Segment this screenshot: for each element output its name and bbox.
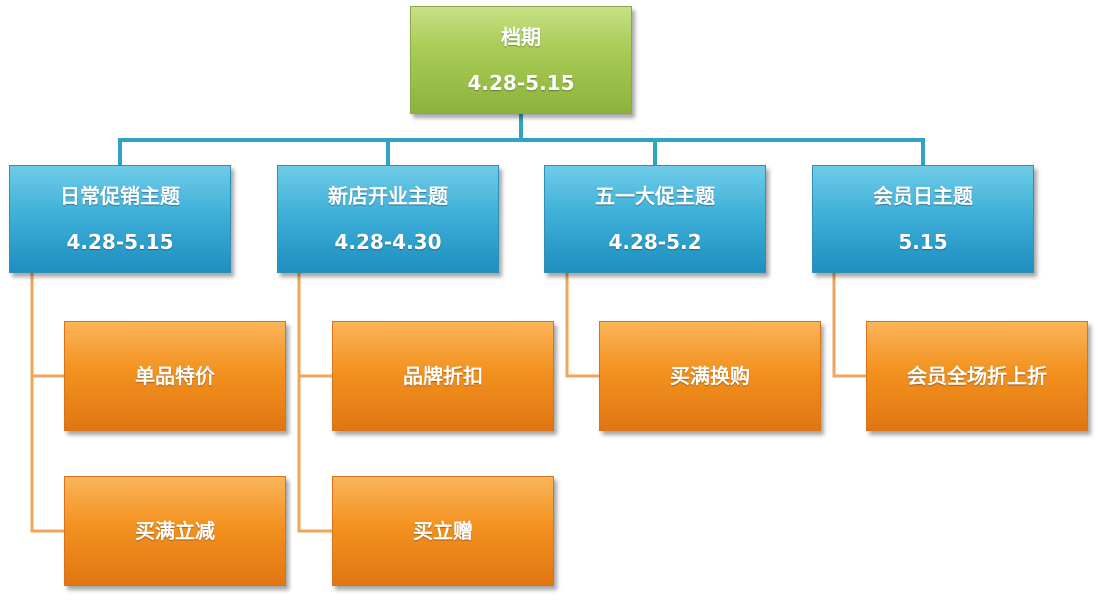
- theme-title: 会员日主题: [873, 184, 973, 208]
- theme-dates: 4.28-4.30: [334, 230, 442, 254]
- theme-title: 新店开业主题: [328, 184, 448, 208]
- theme-dates: 4.28-5.2: [608, 230, 702, 254]
- leaf-node: 买满立减: [64, 476, 286, 586]
- leaf-node: 会员全场折上折: [866, 321, 1088, 431]
- leaf-label: 买满换购: [670, 364, 750, 388]
- theme-node-daily: 日常促销主题 4.28-5.15: [9, 165, 231, 273]
- theme-node-member-day: 会员日主题 5.15: [812, 165, 1034, 273]
- theme-node-new-store: 新店开业主题 4.28-4.30: [277, 165, 499, 273]
- leaf-label: 买满立减: [135, 519, 215, 543]
- theme-node-may-day: 五一大促主题 4.28-5.2: [544, 165, 766, 273]
- leaf-label: 买立赠: [413, 519, 473, 543]
- theme-title: 五一大促主题: [595, 184, 715, 208]
- root-dates: 4.28-5.15: [467, 71, 575, 95]
- leaf-node: 买满换购: [599, 321, 821, 431]
- leaf-node: 买立赠: [332, 476, 554, 586]
- root-title: 档期: [501, 25, 541, 49]
- theme-dates: 5.15: [898, 230, 948, 254]
- leaf-label: 会员全场折上折: [907, 364, 1047, 388]
- leaf-label: 单品特价: [135, 364, 215, 388]
- theme-title: 日常促销主题: [60, 184, 180, 208]
- leaf-label: 品牌折扣: [403, 364, 483, 388]
- theme-dates: 4.28-5.15: [66, 230, 174, 254]
- root-node: 档期 4.28-5.15: [410, 6, 632, 114]
- leaf-node: 品牌折扣: [332, 321, 554, 431]
- leaf-node: 单品特价: [64, 321, 286, 431]
